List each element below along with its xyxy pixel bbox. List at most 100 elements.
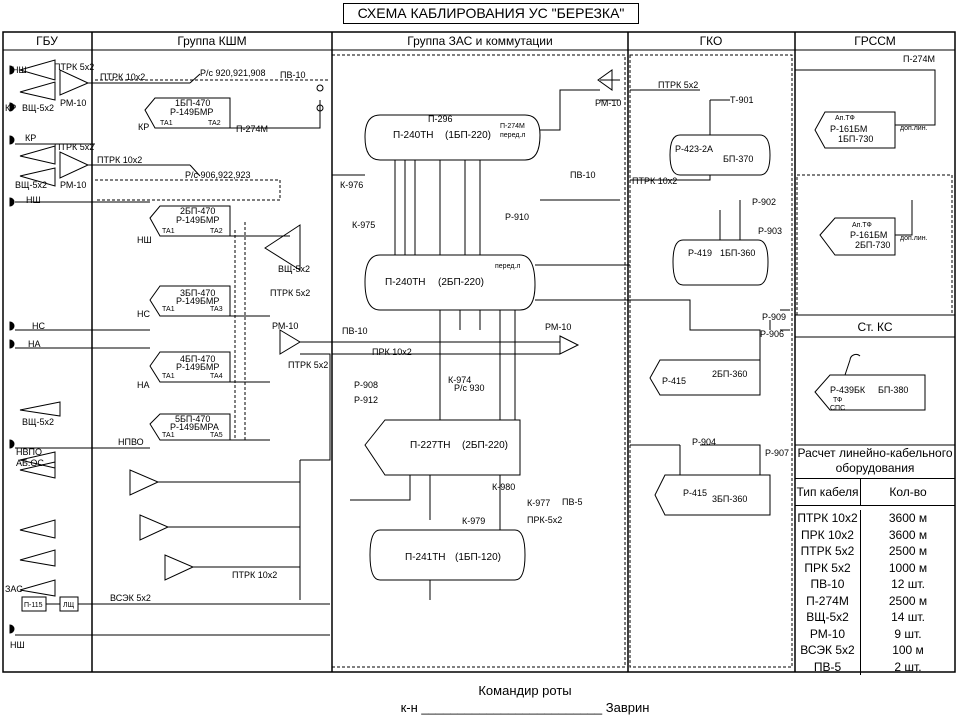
- nvpo-box-sub: Р-149БМРА: [170, 422, 219, 432]
- p240b-note: перед.л: [495, 263, 520, 270]
- table-row: ПТРК 10х2: [797, 511, 858, 525]
- label-na: НА: [28, 339, 41, 349]
- na-box-name: 4БП-470: [180, 354, 215, 364]
- col-grssm: ГРССМ: [854, 34, 896, 48]
- label-pv10-kshm: ПВ-10: [280, 70, 305, 80]
- label-kr1: КР: [5, 103, 16, 113]
- p240a-name: П-240ТН: [393, 130, 434, 141]
- signature-line: к-н _________________________ Заврин: [400, 700, 650, 715]
- r161b-dop: доп.лин.: [900, 235, 928, 242]
- cable-calc-table: Расчет линейно-кабельного оборудования Т…: [795, 445, 955, 675]
- table-body: ПТРК 10х2 ПРК 10х2 ПТРК 5х2 ПРК 5х2 ПВ-1…: [795, 506, 955, 675]
- label-rm1: РМ-10: [60, 98, 86, 108]
- gbu-devices: [9, 59, 330, 636]
- label-k980: К-980: [492, 482, 515, 492]
- p227-name: П-227ТН: [410, 440, 451, 451]
- r161a-tf: Ап.ТФ: [835, 115, 855, 122]
- label-rm2: РМ-10: [60, 180, 86, 190]
- label-rs930: Р/с 930: [454, 383, 485, 393]
- p240b-name: П-240ТН: [385, 277, 426, 288]
- grssm-devices: [795, 69, 936, 256]
- nc-box-name: 3БП-470: [180, 288, 215, 298]
- table-cell-qty: 100 м: [892, 643, 924, 657]
- zas-devices: [332, 69, 630, 600]
- table-row: ПРК 5х2: [804, 560, 851, 575]
- r161a-dop: доп.лин.: [900, 125, 928, 132]
- r415b-r907: Р-907: [765, 448, 789, 458]
- table-cell-qty: 12 шт.: [891, 577, 925, 591]
- label-r908: Р-908: [354, 380, 378, 390]
- ns-box-ta2: ТА2: [210, 228, 223, 235]
- r419-name: Р-419: [688, 248, 712, 258]
- col-zas: Группа ЗАС и коммутации: [407, 34, 552, 48]
- kr-box-ta2: ТА2: [208, 120, 221, 127]
- r419-r903: Р-903: [758, 226, 782, 236]
- label-ptrk5b-kshm: ПТРК 5х2: [288, 360, 328, 370]
- label-ptrk10-3: ПТРК 10х2: [232, 570, 277, 580]
- section-st-ks: Ст. КС: [857, 320, 892, 334]
- ns-box-name: 2БП-470: [180, 206, 215, 216]
- label-k974: К-974: [448, 375, 471, 385]
- grssm-labels: Р-161БМ 1БП-730 Ап.ТФ доп.лин. Р-161БМ 2…: [830, 54, 935, 250]
- r161b-name: Р-161БМ: [850, 230, 887, 240]
- r161a-name: Р-161БМ: [830, 124, 867, 134]
- table-cell-qty: 9 шт.: [894, 626, 922, 641]
- kr-box-ta1: ТА1: [160, 120, 173, 127]
- stks-sub: БП-380: [878, 385, 908, 395]
- label-p274-kshm: П-274М: [236, 124, 268, 134]
- label-rs1: Р/с 920,921,908: [200, 68, 266, 78]
- table-row: РМ-10: [809, 626, 846, 641]
- ns-box-sub: Р-149БМР: [176, 215, 219, 225]
- r419-r902: Р-902: [752, 197, 776, 207]
- r161a-sub: 1БП-730: [838, 134, 873, 144]
- r423-name: Р-423-2А: [675, 144, 713, 154]
- p240a-note: перед.л: [500, 132, 525, 139]
- table-cell-qty: 1000 м: [888, 560, 928, 575]
- gko-labels: Р-423-2А БП-370 Т-901 Р-419 1БП-360 Р-90…: [570, 80, 789, 504]
- kr-box-role: КР: [138, 122, 149, 132]
- nc-box-ta1: ТА1: [162, 306, 175, 313]
- table-header: Тип кабеля Кол-во: [795, 479, 955, 506]
- r415b-sub: 3БП-360: [712, 494, 747, 504]
- label-aboc: АБ.ОС: [16, 458, 44, 468]
- table-cell-qty: 3600 м: [888, 527, 928, 542]
- ns-box-ta1: ТА1: [162, 228, 175, 235]
- label-vsh1: ВЩ-5х2: [22, 103, 54, 113]
- label-rm10-zas: РМ-10: [545, 322, 571, 332]
- label-ptrk5-gko: ПТРК 5х2: [658, 80, 698, 90]
- kshm-devices: [144, 73, 332, 600]
- header-type: Тип кабеля: [795, 479, 861, 505]
- label-ns1: НШ: [12, 65, 27, 75]
- label-r912: Р-912: [354, 395, 378, 405]
- r415b-r904: Р-904: [692, 437, 716, 447]
- dashed-enclosures: [95, 54, 953, 668]
- signature-name: Заврин: [605, 700, 650, 715]
- label-kr2: КР: [25, 133, 36, 143]
- col-kshm: Группа КШМ: [177, 34, 246, 48]
- header-qty: Кол-во: [889, 485, 927, 499]
- p240a-p274: П-274М: [500, 123, 525, 130]
- col-gko: ГКО: [700, 34, 723, 48]
- p240a-sub: (1БП-220): [445, 130, 491, 141]
- label-ptrk10-gko: ПТРК 10х2: [632, 176, 677, 186]
- label-p115: П-115: [24, 602, 43, 609]
- nvpo-box-role: НПВО: [118, 437, 144, 447]
- table-row: ПТРК 5х2: [800, 544, 855, 558]
- calc-title: Расчет линейно-кабельного оборудования: [795, 445, 955, 479]
- table-row: ПВ-10: [810, 577, 845, 591]
- r415b-name: Р-415: [683, 488, 707, 498]
- label-ptrk5-kshm: ПТРК 5х2: [270, 288, 310, 298]
- table-row: ПВ-5: [813, 659, 842, 674]
- p227-sub: (2БП-220): [462, 440, 508, 451]
- table-cell-qty: 2 шт.: [894, 659, 922, 674]
- signature-role: Командир роты: [478, 683, 572, 698]
- label-k979: К-979: [462, 516, 485, 526]
- label-rm10-gko: РМ-10: [595, 98, 621, 108]
- p241-name: П-241ТН: [405, 552, 446, 563]
- label-pv10-gko: ПВ-10: [570, 170, 595, 180]
- label-prk5-zas: ПРК-5х2: [527, 515, 562, 525]
- stks-tf: ТФ: [833, 397, 842, 404]
- signature-rank: к-н: [400, 700, 418, 715]
- label-k975: К-975: [352, 220, 375, 230]
